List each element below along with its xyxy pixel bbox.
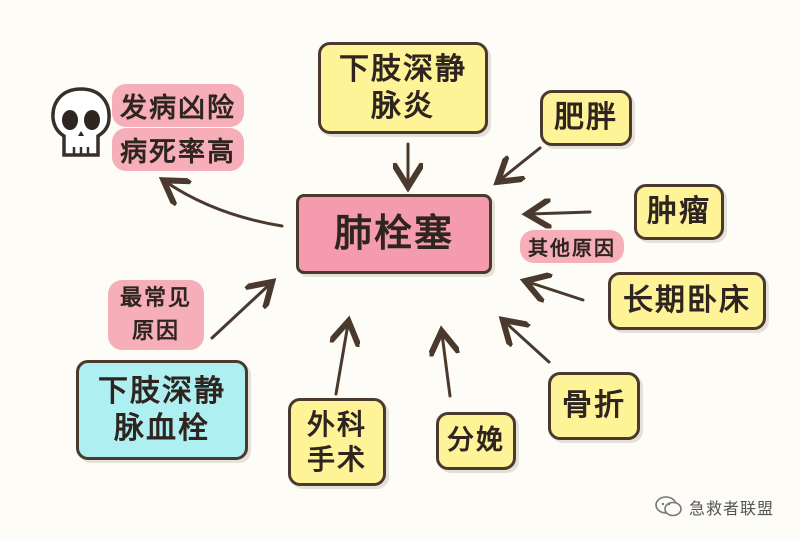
arrow-from-tumor [530, 212, 592, 214]
fracture-box: 骨折 [548, 372, 640, 440]
bedrest-box: 长期卧床 [608, 272, 766, 330]
childbirth-box: 分娩 [436, 412, 516, 470]
arrow-from-obesity [500, 146, 542, 180]
wechat-icon [655, 496, 682, 517]
other-reasons-label: 其他原因 [520, 230, 624, 263]
danger-label-2: 病死率高 [112, 128, 244, 171]
arrow-from-childbirth [442, 334, 450, 398]
arrow-from-surgery [336, 324, 348, 396]
most-common-label: 最常见 原因 [108, 280, 204, 350]
pulmonary-embolism-box: 肺栓塞 [296, 194, 492, 274]
arrow-from-dvt-thrombus [210, 284, 270, 340]
tumor-box: 肿瘤 [634, 184, 724, 240]
watermark: 急救者联盟 [655, 495, 774, 519]
arrow-from-bedrest [528, 282, 585, 300]
surgery-box: 外科 手术 [288, 398, 386, 486]
obesity-box: 肥胖 [540, 90, 632, 146]
skull-icon [51, 87, 111, 157]
arrow-to-danger [166, 182, 284, 228]
arrow-from-fracture [505, 322, 551, 364]
danger-label-1: 发病凶险 [112, 84, 244, 127]
dvt-thrombus-box: 下肢深静 脉血栓 [76, 360, 248, 460]
center-label: 肺栓塞 [333, 211, 454, 256]
watermark-text: 急救者联盟 [688, 499, 774, 518]
dvt-inflammation-box: 下肢深静 脉炎 [318, 42, 488, 134]
